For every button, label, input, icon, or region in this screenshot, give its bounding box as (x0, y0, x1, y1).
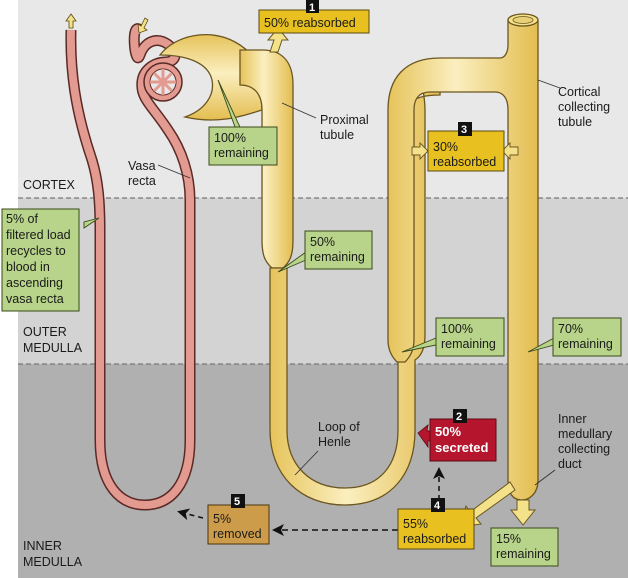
svg-text:100%remaining: 100%remaining (214, 131, 269, 160)
reabsorption-arrow-right-icon (501, 141, 519, 161)
remaining-box-bowman: 100%remaining (208, 126, 278, 166)
zone-label-cortex: CORTEX (23, 178, 76, 192)
svg-text:55%reabsorbed: 55%reabsorbed (403, 517, 466, 546)
remaining-box-proximal-end: 50%remaining (304, 230, 373, 270)
step-badge-5 (231, 494, 245, 508)
vasa-recta-outflow-arrow-icon (65, 13, 77, 29)
step-box-5: 5 5%removed (207, 494, 270, 545)
svg-text:100%remaining: 100%remaining (441, 322, 496, 351)
zone-label-inner-medulla-line: MEDULLA (23, 555, 83, 569)
reabsorption-arrow-icon (266, 27, 290, 53)
step-box-3: 3 30%reabsorbed (427, 122, 505, 172)
svg-text:5%removed: 5%removed (213, 512, 262, 541)
svg-text:70%remaining: 70%remaining (558, 322, 613, 351)
bowmans-capsule (158, 34, 263, 121)
zone-label-outer-medulla: OUTER MEDULLA (23, 325, 83, 355)
step-box-4: 4 55%reabsorbed (397, 498, 475, 550)
step-badge-2 (453, 409, 467, 423)
svg-text:3: 3 (461, 124, 467, 136)
zone-label-inner-medulla: INNER MEDULLA (23, 539, 83, 569)
remaining-box-thin-ascending: 100%remaining (435, 317, 505, 357)
svg-text:30%reabsorbed: 30%reabsorbed (433, 140, 496, 169)
svg-text:1: 1 (309, 2, 315, 14)
svg-text:5: 5 (234, 496, 240, 508)
svg-text:4: 4 (434, 500, 441, 512)
svg-text:50% reabsorbed: 50% reabsorbed (264, 16, 356, 30)
urine-outflow-arrow-icon (509, 499, 537, 526)
svg-text:50%remaining: 50%remaining (310, 235, 365, 264)
nephron-tubule (158, 13, 539, 506)
svg-text:15%remaining: 15%remaining (496, 532, 551, 561)
vasa-recta-vessel (65, 23, 196, 511)
vasa-recta-inflow-arrow-icon (137, 17, 149, 34)
reabsorption-arrow-left-icon (411, 141, 429, 161)
svg-text:50%secreted: 50%secreted (435, 424, 489, 455)
step-badge-4 (431, 498, 445, 512)
zone-label-outer-medulla-line: MEDULLA (23, 341, 83, 355)
removal-dashed-arrow (177, 508, 204, 521)
distal-tubule (387, 19, 539, 501)
step-box-2: 2 50%secreted (429, 409, 497, 462)
step-badge-1 (306, 0, 319, 13)
zone-label-inner-medulla-line: INNER (23, 539, 62, 553)
step-badge-3 (458, 122, 472, 136)
pointer-vasa-recta (83, 217, 100, 229)
remaining-box-cortical-cd: 70%remaining (552, 317, 622, 357)
step-box-1: 1 50% reabsorbed (258, 0, 370, 34)
remaining-box-urine: 15%remaining (490, 527, 559, 567)
svg-text:2: 2 (456, 411, 462, 423)
zone-label-outer-medulla-line: OUTER (23, 325, 67, 339)
leader-lines (157, 79, 561, 486)
